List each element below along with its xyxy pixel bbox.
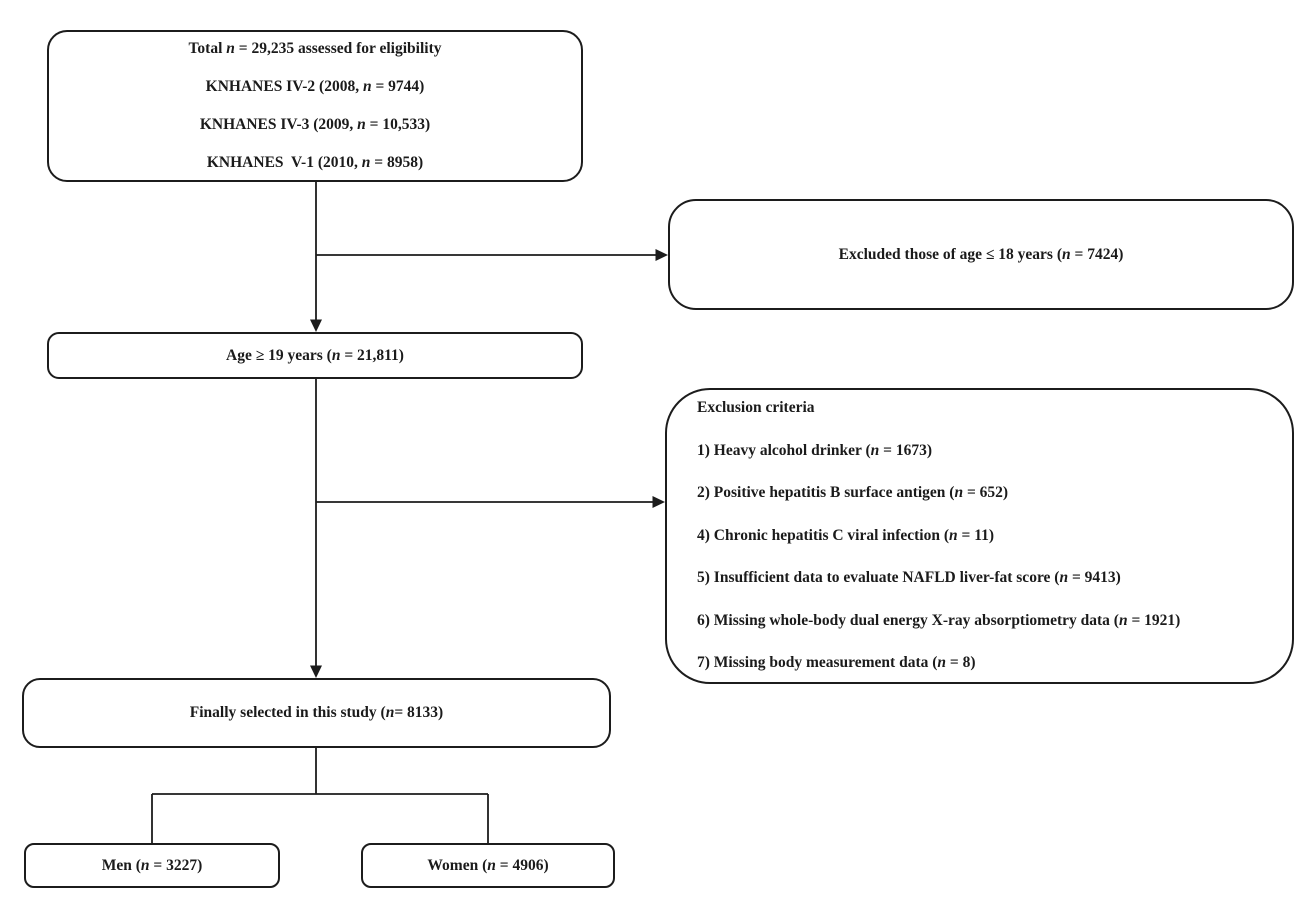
text-segment: Men ( bbox=[101, 856, 141, 874]
text-line: Exclusion criteria bbox=[697, 387, 815, 430]
text-segment: = 7424) bbox=[1070, 245, 1124, 263]
text-segment: = 9744) bbox=[371, 78, 425, 95]
age-19-box: Age ≥ 19 years (n = 21,811) bbox=[47, 332, 583, 379]
text-segment: Total bbox=[188, 40, 227, 57]
arrowhead-right-exclusion-criteria bbox=[652, 496, 665, 508]
text-segment: Finally selected in this study ( bbox=[189, 704, 386, 722]
text-segment: = 29,235 assessed for eligibility bbox=[234, 40, 442, 57]
text-segment: = 4906) bbox=[495, 856, 549, 874]
text-segment: = 8133) bbox=[394, 704, 444, 722]
italic-n: n bbox=[385, 704, 395, 722]
arrowhead-right-excluded-age bbox=[655, 249, 668, 261]
italic-n: n bbox=[331, 346, 341, 364]
text-segment: 4) Chronic hepatitis C viral infection ( bbox=[697, 526, 950, 544]
text-line: 5) Insufficient data to evaluate NAFLD l… bbox=[697, 557, 1121, 600]
text-segment: = 1673) bbox=[879, 441, 933, 459]
excluded-age-box: Excluded those of age ≤ 18 years (n = 74… bbox=[668, 199, 1294, 310]
italic-n: n bbox=[362, 78, 372, 95]
text-line: Total n = 29,235 assessed for eligibilit… bbox=[189, 30, 442, 68]
text-line: Excluded those of age ≤ 18 years (n = 74… bbox=[839, 245, 1124, 264]
exclusion-criteria-box: Exclusion criteria 1) Heavy alcohol drink… bbox=[665, 388, 1294, 684]
italic-n: n bbox=[1061, 245, 1071, 263]
text-segment: = 11) bbox=[957, 526, 995, 544]
text-line: 4) Chronic hepatitis C viral infection (… bbox=[697, 515, 994, 558]
italic-n: n bbox=[1059, 569, 1069, 587]
text-line: 1) Heavy alcohol drinker (n = 1673) bbox=[697, 430, 932, 473]
text-segment: 2) Positive hepatitis B surface antigen … bbox=[697, 484, 955, 502]
text-segment: 6) Missing whole-body dual energy X-ray … bbox=[697, 611, 1119, 629]
text-line: KNHANES IV-3 (2009, n = 10,533) bbox=[200, 106, 430, 144]
text-segment: KNHANES IV-2 (2008, bbox=[205, 78, 363, 95]
final-selection-box: Finally selected in this study (n= 8133) bbox=[22, 678, 611, 748]
text-line: Finally selected in this study (n= 8133) bbox=[190, 703, 443, 722]
text-segment: = 21,811) bbox=[340, 346, 404, 364]
text-segment: Exclusion criteria bbox=[697, 399, 815, 417]
arrowhead-down-age bbox=[310, 319, 322, 332]
men-box: Men (n = 3227) bbox=[24, 843, 280, 888]
italic-n: n bbox=[226, 40, 235, 57]
text-line: Men (n = 3227) bbox=[102, 856, 203, 875]
eligibility-box: Total n = 29,235 assessed for eligibilit… bbox=[47, 30, 583, 182]
italic-n: n bbox=[1118, 611, 1128, 629]
women-box: Women (n = 4906) bbox=[361, 843, 615, 888]
text-segment: Age ≥ 19 years ( bbox=[226, 346, 332, 364]
text-segment: = 8) bbox=[946, 654, 976, 672]
italic-n: n bbox=[937, 654, 947, 672]
text-line: Women (n = 4906) bbox=[427, 856, 548, 875]
text-segment: Women ( bbox=[427, 856, 488, 874]
italic-n: n bbox=[140, 856, 150, 874]
text-segment: = 652) bbox=[963, 484, 1009, 502]
text-segment: = 3227) bbox=[149, 856, 203, 874]
text-line: KNHANES V-1 (2010, n = 8958) bbox=[207, 144, 423, 182]
text-segment: = 8958) bbox=[370, 154, 424, 171]
text-line: 7) Missing body measurement data (n = 8) bbox=[697, 642, 976, 685]
text-segment: Excluded those of age ≤ 18 years ( bbox=[838, 245, 1062, 263]
italic-n: n bbox=[870, 441, 880, 459]
text-segment: 5) Insufficient data to evaluate NAFLD l… bbox=[697, 569, 1060, 587]
text-segment: = 9413) bbox=[1068, 569, 1121, 587]
italic-n: n bbox=[357, 116, 366, 133]
text-segment: = 1921) bbox=[1127, 611, 1181, 629]
italic-n: n bbox=[361, 154, 371, 171]
text-line: Age ≥ 19 years (n = 21,811) bbox=[226, 346, 404, 365]
italic-n: n bbox=[954, 484, 964, 502]
italic-n: n bbox=[949, 526, 958, 544]
text-segment: 1) Heavy alcohol drinker ( bbox=[697, 441, 871, 459]
text-line: 6) Missing whole-body dual energy X-ray … bbox=[697, 600, 1180, 643]
text-segment: = 10,533) bbox=[365, 116, 431, 133]
text-line: 2) Positive hepatitis B surface antigen … bbox=[697, 472, 1008, 515]
arrowhead-down-final bbox=[310, 665, 322, 678]
text-segment: KNHANES IV-3 (2009, bbox=[199, 116, 358, 133]
text-segment: 7) Missing body measurement data ( bbox=[697, 654, 938, 672]
text-segment: KNHANES V-1 (2010, bbox=[206, 154, 362, 171]
italic-n: n bbox=[487, 856, 496, 874]
text-line: KNHANES IV-2 (2008, n = 9744) bbox=[206, 68, 425, 106]
